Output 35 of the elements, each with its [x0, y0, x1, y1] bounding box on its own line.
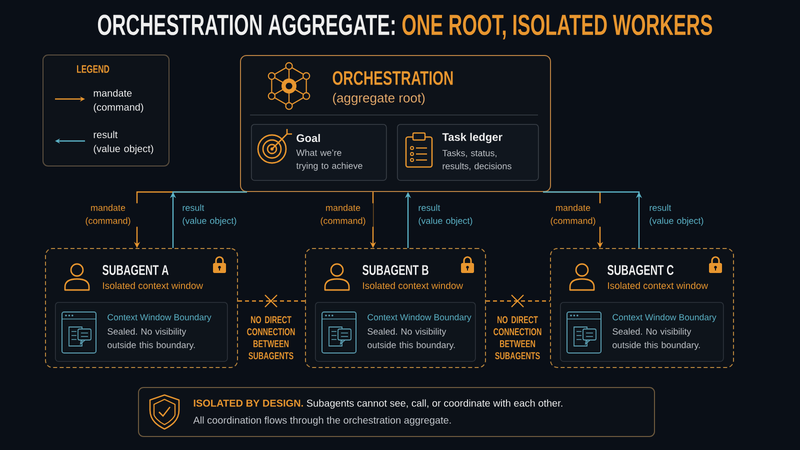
edge-label: result (value object) [648, 203, 709, 227]
card-title: Task ledger [442, 132, 502, 144]
edge-label: NO DIRECT CONNECTION BETWEEN SUBAGENTS [490, 315, 544, 360]
card-title: Goal [296, 134, 320, 142]
legend-text: mandate (command) [94, 89, 144, 113]
connector-line [486, 300, 550, 302]
box-title: SUBAGENT A [102, 265, 169, 275]
panel-title: Context Window Boundary [612, 314, 716, 322]
card-text: What we’re trying to achieve [296, 149, 362, 171]
arrow [170, 191, 247, 248]
panel-text: Sealed. No visibility outside this boundary. [108, 328, 195, 350]
note-text: ISOLATED BY DESIGN. Subagents cannot see, call, or coordinate with each other. [194, 399, 562, 409]
box-title: SUBAGENT C [608, 265, 674, 275]
panel-title: Context Window Boundary [108, 314, 212, 322]
title: ORCHESTRATION AGGREGATE: ONE ROOT, ISOLATED WORKERS [98, 14, 712, 40]
subtitle: Isolated context window [363, 282, 464, 289]
edge-label: mandate (command) [78, 203, 138, 227]
legend-text: result (value object) [94, 130, 154, 154]
panel-text: Sealed. No visibility outside this boundary. [612, 328, 700, 350]
legend-title: LEGEND [77, 65, 110, 73]
note-text: All coordination flows through the orchestration aggregate. [193, 416, 451, 426]
box-title: ORCHESTRATION [332, 71, 453, 85]
edge-label: NO DIRECT CONNECTION BETWEEN SUBAGENTS [244, 315, 298, 360]
card-text: Tasks, status, results, decisions [442, 150, 512, 170]
subtitle: Isolated context window [103, 282, 204, 289]
edge-label: result (value object) [181, 203, 242, 227]
subtitle: (aggregate root) [333, 92, 425, 106]
panel-text: Sealed. No visibility outside this boundary. [368, 328, 455, 350]
edge-label: mandate (command) [542, 203, 604, 227]
box-title: SUBAGENT B [362, 265, 428, 275]
connector-line [238, 300, 305, 302]
edge-label: result (value object) [417, 203, 478, 227]
subtitle: Isolated context window [608, 282, 708, 289]
edge-label: mandate (command) [312, 203, 374, 227]
panel-title: Context Window Boundary [368, 314, 472, 322]
